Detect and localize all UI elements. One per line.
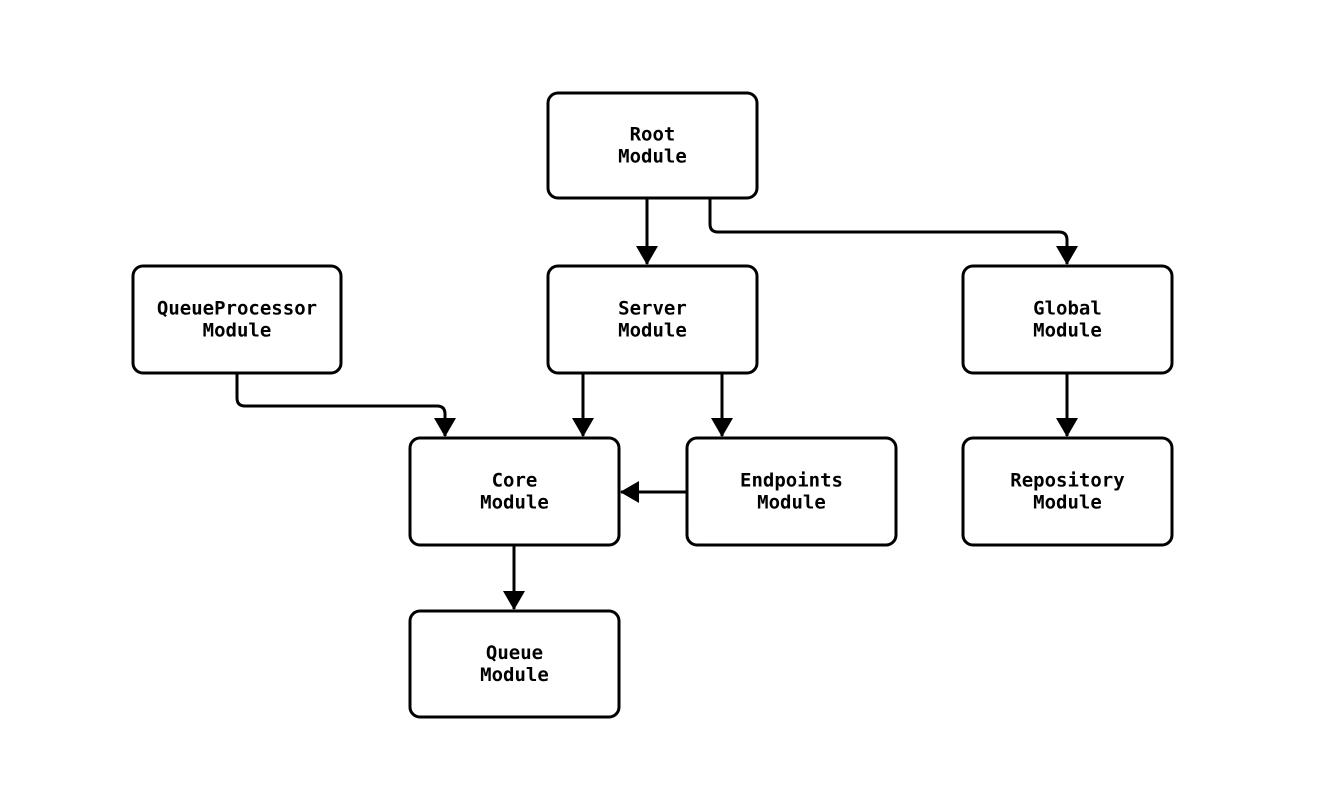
node-endpoints-box <box>685 436 898 547</box>
node-global-label-line: Module <box>1033 320 1102 342</box>
node-global-label-line: Global <box>1033 298 1102 320</box>
node-server-box <box>546 264 759 375</box>
node-root-label-line: Module <box>618 146 687 168</box>
node-endpoints-label-line: Module <box>757 492 826 514</box>
node-core-label-line: Module <box>480 492 549 514</box>
node-queueprocessor-box <box>131 264 343 375</box>
edge-root-to-global <box>708 198 1078 265</box>
node-server-label-line: Module <box>618 320 687 342</box>
node-server-label-line: Server <box>618 298 687 320</box>
node-root-label-line: Root <box>630 124 676 146</box>
node-core-label-line: Core <box>492 470 538 492</box>
node-queueprocessor-label-line: QueueProcessor <box>157 298 317 320</box>
node-queueprocessor-label-line: Module <box>203 320 272 342</box>
node-queue-box <box>408 609 621 719</box>
node-core-box <box>408 436 621 547</box>
node-repository-label-line: Repository <box>1010 470 1124 492</box>
node-repository-label-line: Module <box>1033 492 1102 514</box>
node-root-box <box>546 91 759 200</box>
node-endpoints-label-line: Endpoints <box>740 470 843 492</box>
node-queue-label-line: Module <box>480 664 549 686</box>
edge-queueprocessor-to-core <box>235 373 456 437</box>
node-queue-label-line: Queue <box>486 642 543 664</box>
node-global-box <box>961 264 1174 375</box>
node-repository-box <box>961 436 1174 547</box>
